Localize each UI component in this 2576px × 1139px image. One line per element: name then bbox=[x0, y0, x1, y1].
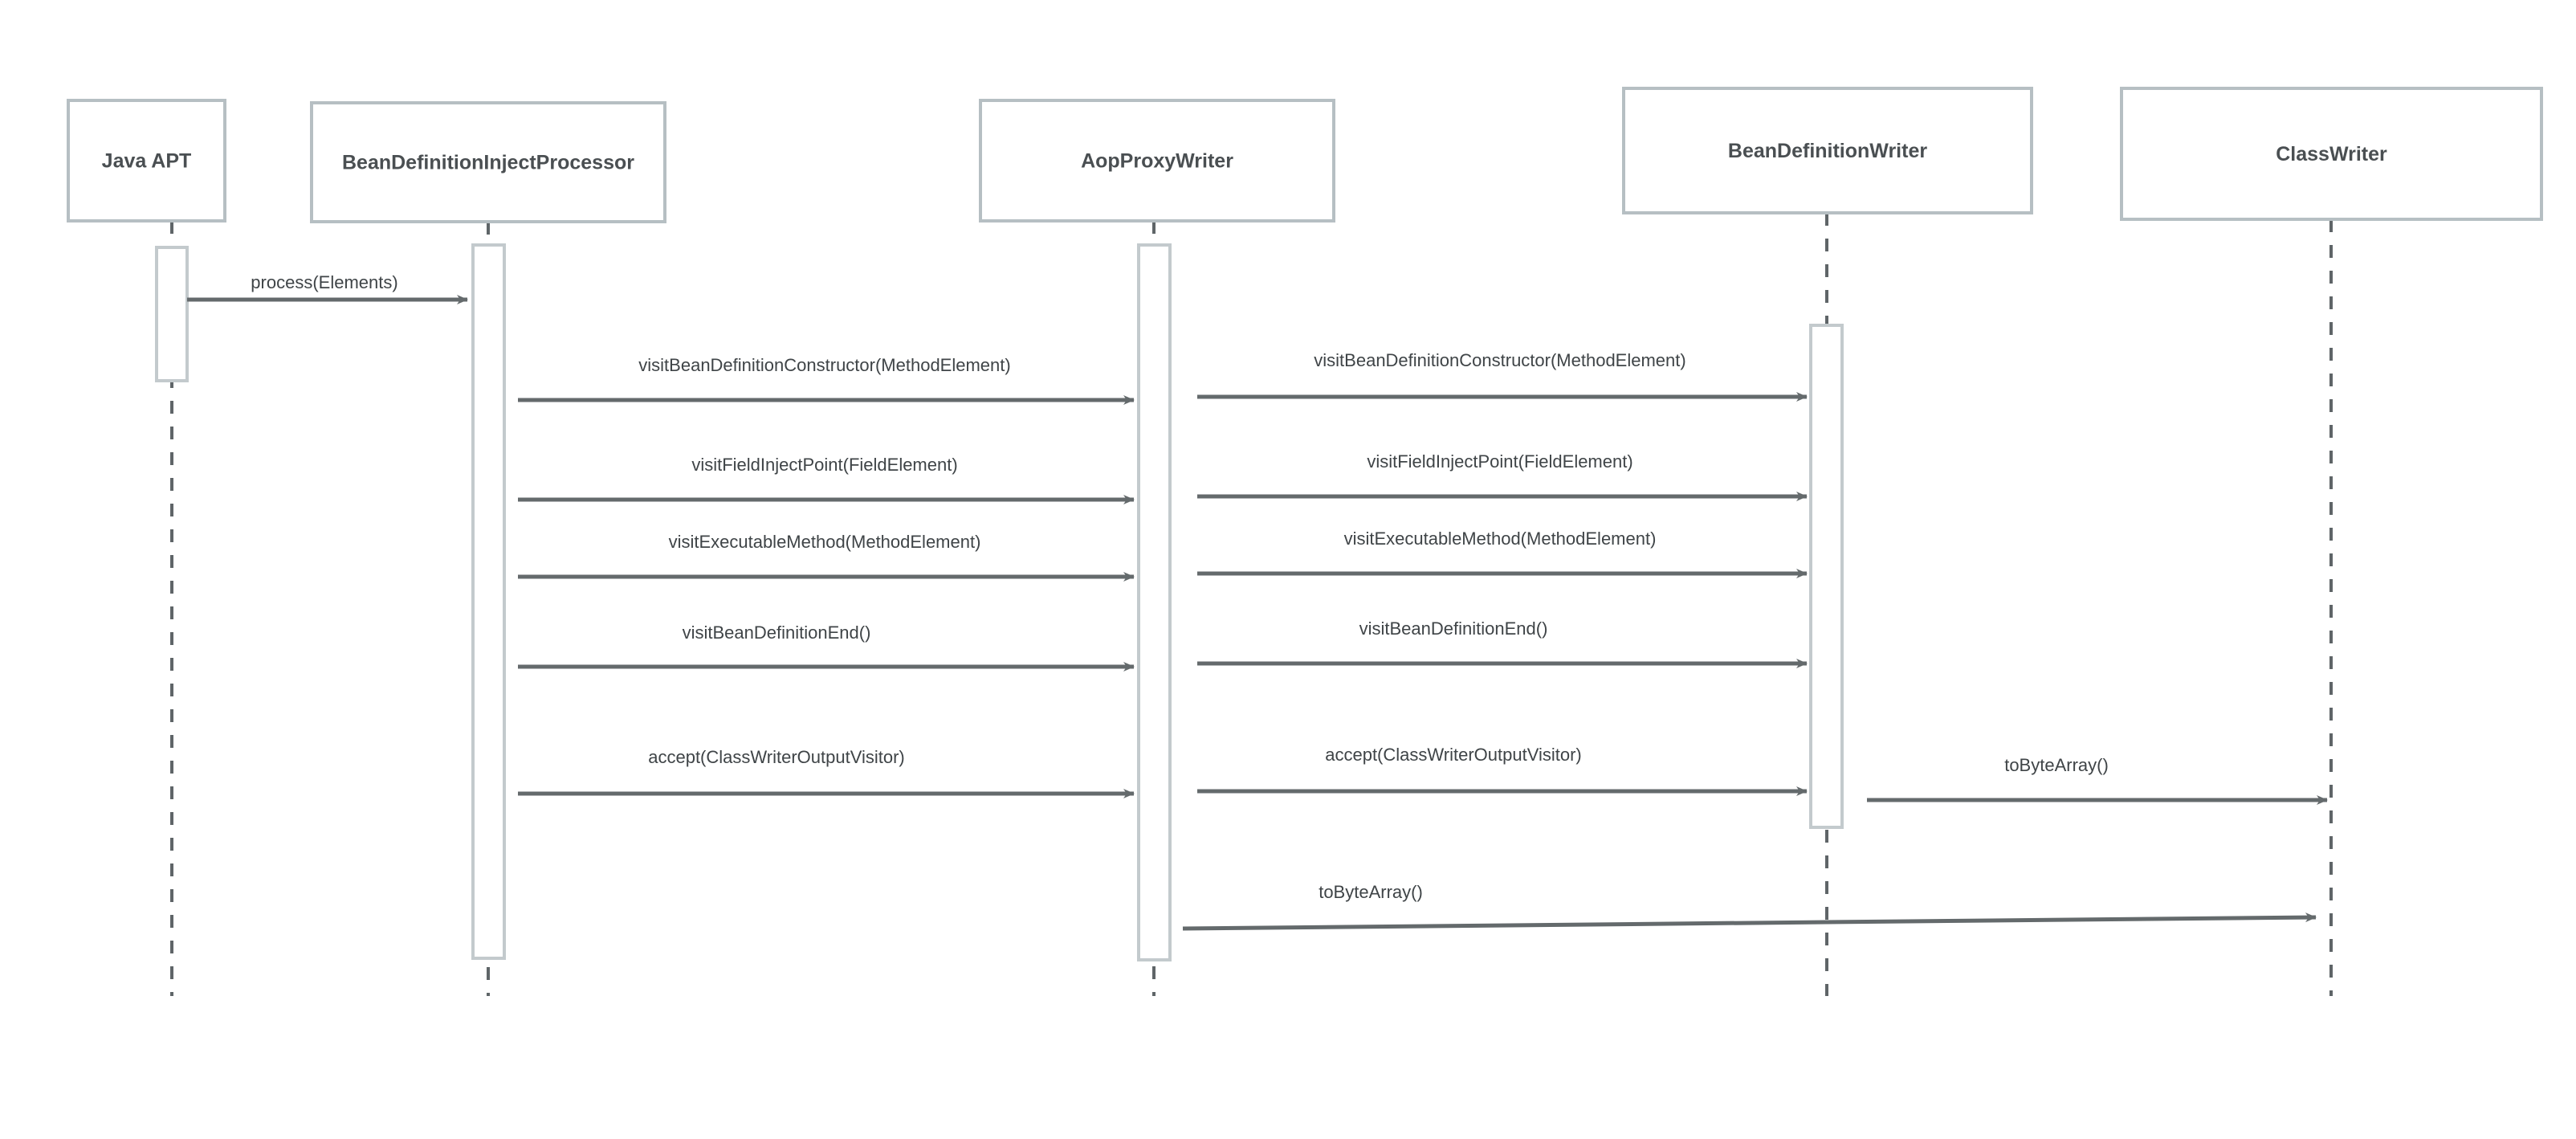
message-m3: visitBeanDefinitionConstructor(MethodEle… bbox=[1197, 350, 1808, 402]
activation-bar-java-apt-0 bbox=[155, 246, 189, 382]
message-arrow-m13 bbox=[1182, 912, 2317, 931]
message-m7: visitExecutableMethod(MethodElement) bbox=[1197, 529, 1808, 578]
participant-label-bean-definition-inject-processor: BeanDefinitionInjectProcessor bbox=[342, 152, 634, 174]
activation-bar-bean-definition-writer-0 bbox=[1809, 324, 1844, 829]
message-m8: visitBeanDefinitionEnd() bbox=[518, 623, 1135, 672]
participant-label-class-writer: ClassWriter bbox=[2276, 143, 2387, 165]
message-label-m9: visitBeanDefinitionEnd() bbox=[1359, 618, 1548, 639]
participant-box-class-writer[interactable] bbox=[2120, 87, 2543, 221]
message-m12: toByteArray() bbox=[1867, 755, 2328, 805]
message-m5: visitFieldInjectPoint(FieldElement) bbox=[1197, 451, 1808, 501]
message-label-m7: visitExecutableMethod(MethodElement) bbox=[1344, 529, 1657, 549]
message-m6: visitExecutableMethod(MethodElement) bbox=[518, 532, 1135, 582]
participant-label-java-apt: Java APT bbox=[102, 150, 192, 173]
message-label-m1: process(Elements) bbox=[251, 272, 397, 292]
participant-box-aop-proxy-writer[interactable] bbox=[979, 99, 1335, 222]
message-m9: visitBeanDefinitionEnd() bbox=[1197, 618, 1808, 668]
participant-java-apt[interactable]: Java APT bbox=[67, 99, 226, 222]
message-m4: visitFieldInjectPoint(FieldElement) bbox=[518, 455, 1135, 504]
message-label-m10: accept(ClassWriterOutputVisitor) bbox=[648, 747, 905, 767]
message-label-m2: visitBeanDefinitionConstructor(MethodEle… bbox=[638, 355, 1010, 375]
message-m1: process(Elements) bbox=[187, 272, 468, 304]
activation-bar-bean-definition-inject-processor-0 bbox=[471, 243, 506, 960]
message-label-m4: visitFieldInjectPoint(FieldElement) bbox=[691, 455, 957, 475]
participant-box-java-apt[interactable] bbox=[67, 99, 226, 222]
message-m2: visitBeanDefinitionConstructor(MethodEle… bbox=[518, 355, 1135, 405]
message-m13: toByteArray() bbox=[1182, 882, 2317, 931]
message-label-m3: visitBeanDefinitionConstructor(MethodEle… bbox=[1314, 350, 1685, 370]
message-label-m5: visitFieldInjectPoint(FieldElement) bbox=[1367, 451, 1632, 472]
message-label-m6: visitExecutableMethod(MethodElement) bbox=[669, 532, 981, 552]
participant-aop-proxy-writer[interactable]: AopProxyWriter bbox=[979, 99, 1335, 222]
activation-bar-aop-proxy-writer-0 bbox=[1137, 243, 1172, 961]
message-label-m8: visitBeanDefinitionEnd() bbox=[683, 623, 871, 643]
participant-class-writer[interactable]: ClassWriter bbox=[2120, 87, 2543, 221]
message-label-m13: toByteArray() bbox=[1319, 882, 1423, 902]
messages-layer: process(Elements) visitBeanDefinitionCons… bbox=[187, 272, 2328, 931]
participant-label-aop-proxy-writer: AopProxyWriter bbox=[1081, 150, 1233, 173]
participant-box-bean-definition-writer[interactable] bbox=[1622, 87, 2033, 214]
participant-bean-definition-writer[interactable]: BeanDefinitionWriter bbox=[1622, 87, 2033, 214]
participant-label-bean-definition-writer: BeanDefinitionWriter bbox=[1728, 140, 1927, 162]
message-m11: accept(ClassWriterOutputVisitor) bbox=[1197, 745, 1808, 796]
message-m10: accept(ClassWriterOutputVisitor) bbox=[518, 747, 1135, 798]
participant-boxes-layer: Java APT BeanDefinitionInjectProcessor Aop… bbox=[67, 87, 2543, 223]
message-label-m12: toByteArray() bbox=[2004, 755, 2109, 775]
participant-box-bean-definition-inject-processor[interactable] bbox=[310, 101, 666, 223]
activations-layer bbox=[155, 243, 1844, 961]
message-label-m11: accept(ClassWriterOutputVisitor) bbox=[1325, 745, 1582, 765]
participant-bean-definition-inject-processor[interactable]: BeanDefinitionInjectProcessor bbox=[310, 101, 666, 223]
